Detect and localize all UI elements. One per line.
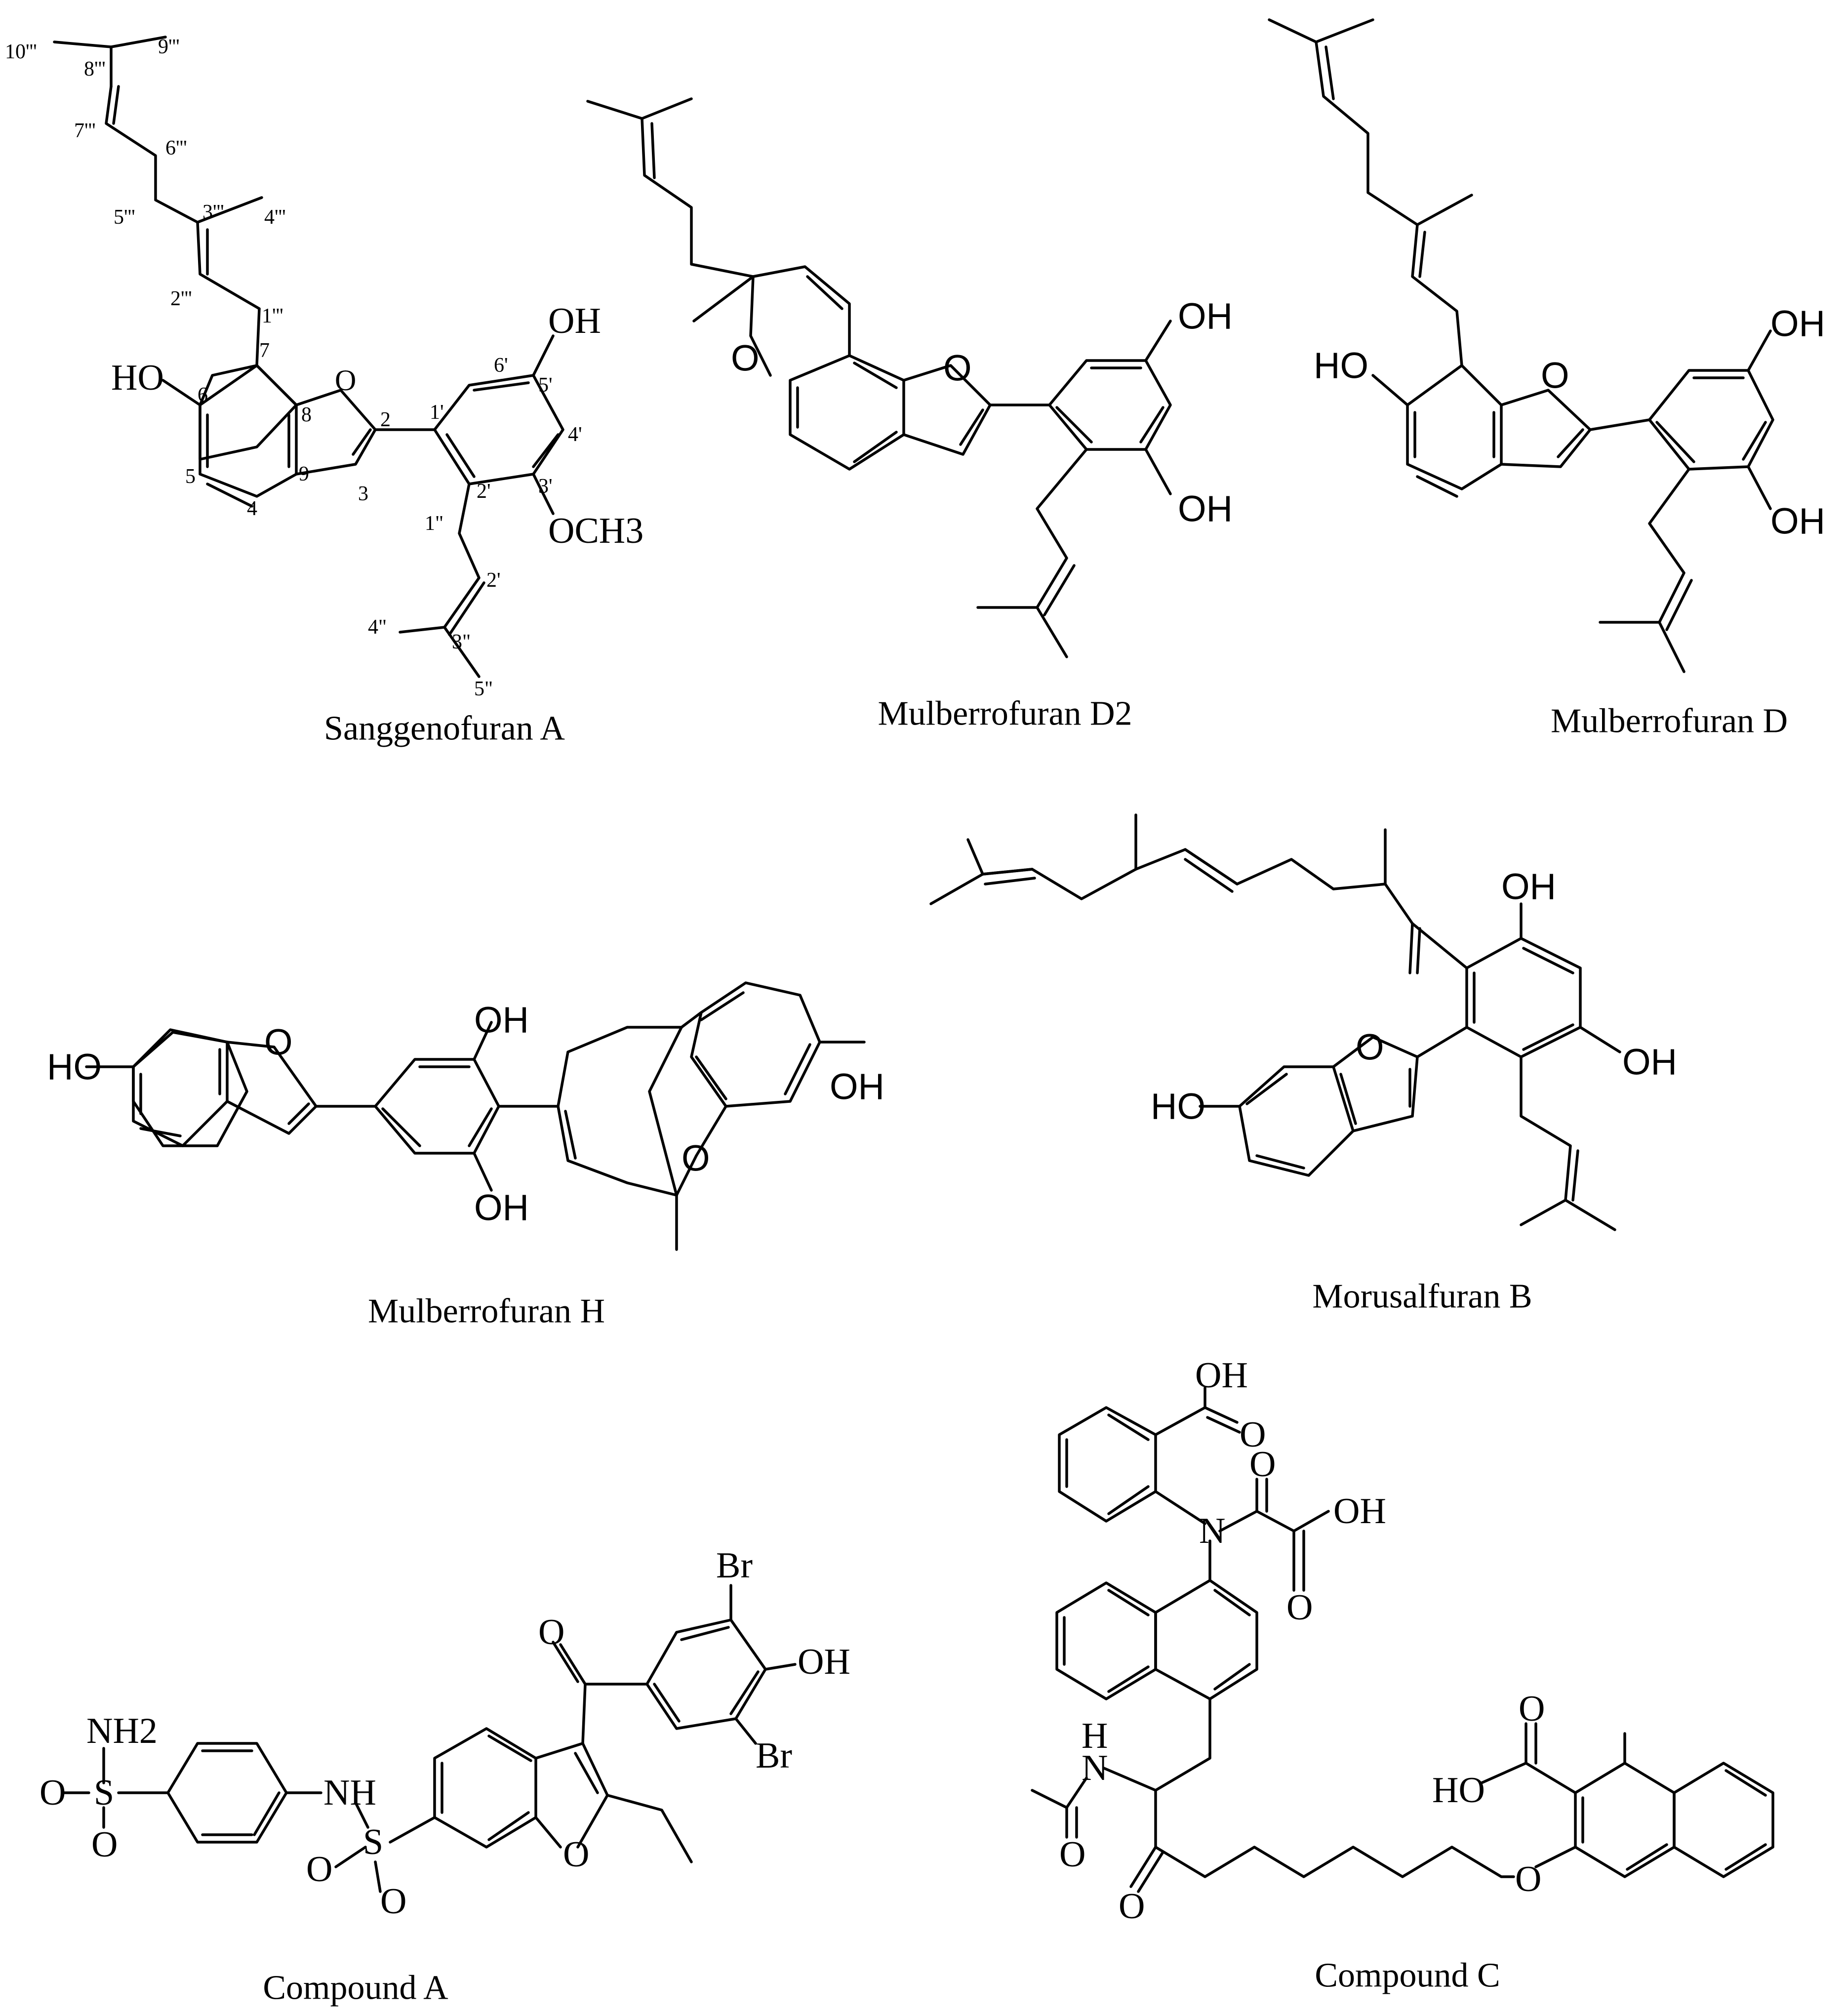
atom-br-bottom: Br [756,1735,792,1776]
svg-text:1''': 1''' [262,305,283,327]
structure-compound-a: NH2 S O O NH S O O O O Br OH Br Compound… [40,1545,850,2007]
structure-sanggenofuran-a: OH HO OCH3 O 10''' 9''' 8''' 7''' 6''' 5… [5,36,643,748]
caption-mulberrofuran-h: Mulberrofuran H [368,1292,605,1331]
atom-oh-top: OH [1501,866,1556,907]
atom-o-s1a: O [40,1773,66,1813]
atom-oh-1: OH [1178,296,1233,337]
atom-ho: HO [1314,345,1368,386]
atom-o-ketone: O [538,1612,564,1653]
atom-ho: HO [1151,1086,1205,1127]
atom-o-s2a: O [306,1849,332,1890]
atom-n-amide: N [1082,1748,1108,1788]
atom-oh-1: OH [1770,303,1825,344]
atom-o-furan: O [1356,1027,1384,1068]
svg-text:3": 3" [452,631,471,653]
svg-text:6': 6' [494,354,508,377]
atom-o-bridge: O [682,1138,710,1179]
svg-text:10''': 10''' [5,40,37,63]
svg-text:7: 7 [259,339,270,362]
svg-text:2': 2' [477,480,491,503]
atom-ho-acid: HO [1432,1770,1485,1811]
svg-text:8: 8 [301,403,312,426]
svg-text:7''': 7''' [74,120,96,142]
atom-o-ether: O [1515,1859,1541,1899]
atom-oh-2: OH [1178,488,1233,529]
caption-mulberrofuran-d: Mulberrofuran D [1551,702,1788,740]
structure-morusalfuran-b: OH OH HO O Morusalfuran B [929,813,1677,1316]
svg-text:2''': 2''' [170,287,192,310]
atom-oh-5prime: OH [548,301,601,341]
atom-oh-2: OH [1333,1491,1386,1532]
atom-n-1: N [1199,1511,1225,1551]
svg-text:9: 9 [299,463,309,485]
atom-och3: OCH3 [548,511,643,551]
svg-text:3': 3' [538,475,553,498]
atom-o-s1b: O [91,1824,118,1865]
svg-text:3: 3 [358,483,368,505]
atom-oh-right: OH [830,1066,884,1107]
atom-o-s2b: O [380,1881,406,1922]
structure-mulberrofuran-h: HO OH OH OH O O Mulberrofuran H [47,981,884,1331]
caption-sanggenofuran-a: Sanggenofuran A [324,710,565,748]
atom-o-furan: O [264,1022,293,1063]
atom-o-furan: O [1541,355,1569,396]
svg-text:3''': 3''' [202,201,224,224]
caption-compound-a: Compound A [263,1969,448,2007]
svg-text:5''': 5''' [114,206,135,229]
svg-text:9''': 9''' [158,36,180,58]
structure-mulberrofuran-d: HO OH OH O Mulberrofuran D [1268,18,1825,740]
svg-text:1': 1' [430,401,444,424]
atom-o-amide: O [1059,1834,1085,1875]
atom-o-furan: O [335,364,356,397]
atom-oh: OH [798,1642,850,1682]
atom-nh2: NH2 [86,1711,158,1751]
atom-nh: NH [323,1773,376,1813]
svg-text:5: 5 [185,465,196,488]
atom-o-3: O [1286,1587,1313,1628]
structure-compound-c: OH O O OH O N N H O O O O HO Compound C [1031,1355,1774,1995]
atom-ho: HO [47,1047,102,1088]
atom-o-ketone: O [1119,1886,1145,1927]
caption-morusalfuran-b: Morusalfuran B [1312,1278,1532,1316]
svg-text:2': 2' [486,569,501,592]
atom-br-top: Br [716,1545,753,1586]
svg-text:4''': 4''' [264,206,286,229]
atom-o-acid: O [1519,1689,1545,1729]
caption-compound-c: Compound C [1315,1957,1500,1995]
atom-numbering-sanggenofuran-a: 10''' 9''' 8''' 7''' 6''' 5''' 3''' 4'''… [5,36,582,700]
atom-oh-2: OH [1770,501,1825,542]
atom-s-2: S [363,1822,383,1862]
svg-text:6: 6 [198,384,208,406]
structure-mulberrofuran-d2: OH OH O O Mulberrofuran D2 [586,97,1233,733]
caption-mulberrofuran-d2: Mulberrofuran D2 [878,695,1132,733]
svg-text:5": 5" [474,678,493,700]
atom-h-amide: H [1082,1716,1108,1756]
atom-s-1: S [94,1773,114,1813]
svg-text:4: 4 [247,497,257,520]
atom-o-2: O [1249,1444,1276,1485]
svg-text:5': 5' [538,374,553,397]
atom-oh-bottom: OH [474,1187,529,1228]
svg-text:6''': 6''' [165,137,187,160]
svg-text:2: 2 [380,408,391,431]
svg-text:4': 4' [568,423,582,446]
atom-oh-right: OH [1622,1042,1677,1083]
atom-ho-6: HO [111,358,164,398]
svg-text:8''': 8''' [84,58,106,81]
svg-text:4": 4" [368,616,387,639]
atom-oh-1: OH [1195,1355,1248,1396]
atom-o-1: O [1240,1414,1266,1455]
atom-o-pyran: O [731,338,760,379]
svg-text:1": 1" [425,512,443,535]
atom-o-furan: O [563,1834,589,1875]
atom-o-furan: O [943,348,972,389]
atom-oh-top: OH [474,1000,529,1041]
